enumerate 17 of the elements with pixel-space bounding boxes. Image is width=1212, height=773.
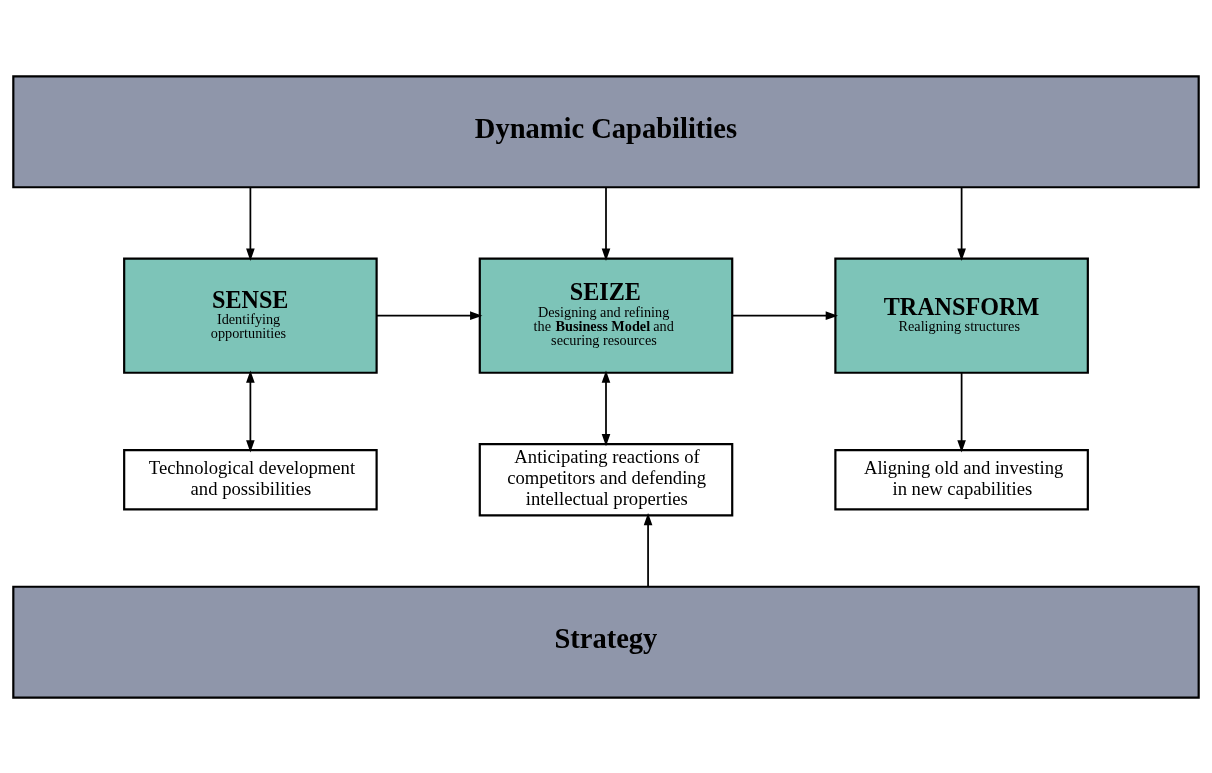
node-box: TRANSFORM Realigning structures <box>834 257 1089 374</box>
node-box: Anticipating reactions of competitors and defending intellectual properties <box>478 442 734 516</box>
node-box: Technological development and possibilities <box>123 448 378 510</box>
arrow <box>246 369 255 452</box>
arrow <box>375 310 483 320</box>
arrow <box>246 186 255 261</box>
node-box: Aligning old and investing in new capabilities <box>834 448 1089 510</box>
arrow <box>643 512 653 588</box>
arrow <box>601 186 611 261</box>
arrow <box>957 371 966 452</box>
arrow <box>731 310 838 320</box>
node-box: SEIZE Designing and refining the Business Model and securing resources <box>478 257 734 374</box>
node-box: Strategy <box>12 585 1200 699</box>
node-box: Dynamic Capabilities <box>12 74 1200 188</box>
arrow <box>957 186 966 261</box>
arrow <box>601 369 611 446</box>
node-box: SENSE Identifying opportunities <box>123 257 378 374</box>
